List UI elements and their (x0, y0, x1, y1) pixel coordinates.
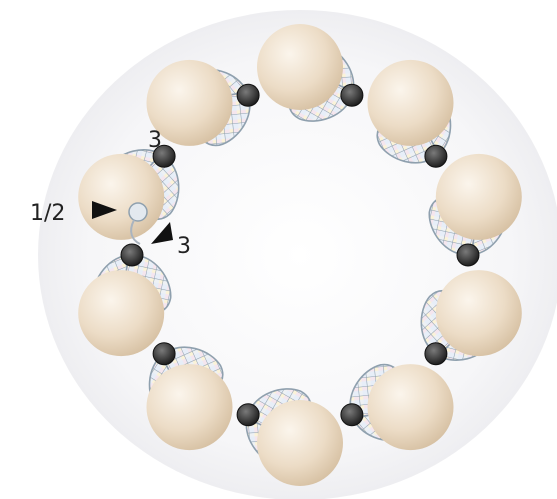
pearl (435, 270, 522, 357)
seed-bead (340, 83, 364, 107)
step-label-top: 3 (148, 128, 162, 153)
arrow-start-icon (92, 201, 117, 219)
pearl (257, 24, 343, 110)
seed-beads (120, 83, 480, 427)
seed-bead (340, 403, 364, 427)
pearl (367, 59, 454, 146)
seed-bead (236, 83, 260, 107)
step-label-bottom: 3 (177, 234, 191, 259)
arrow-bottom-icon (151, 222, 173, 244)
step-label-start: 1/2 (30, 201, 65, 226)
pearl (78, 270, 165, 357)
start-seed-bead (128, 202, 148, 222)
pearl (78, 153, 165, 240)
pearl (367, 364, 454, 451)
seed-bead (152, 144, 176, 168)
pearl (146, 364, 233, 451)
seed-bead (424, 144, 448, 168)
pearl (146, 59, 233, 146)
pearl (435, 153, 522, 240)
seed-bead (424, 342, 448, 366)
pearls (78, 24, 522, 486)
pearl (257, 400, 343, 486)
seed-bead (236, 403, 260, 427)
seed-bead (152, 342, 176, 366)
thread-tail (130, 219, 141, 245)
seed-bead (456, 243, 480, 267)
seed-bead (120, 243, 144, 267)
